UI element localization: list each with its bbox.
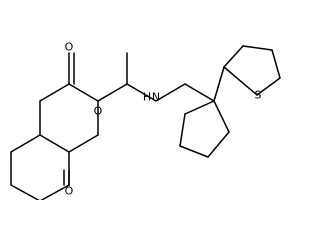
oxygen-ring-label: O xyxy=(94,105,103,118)
bond-amide-4 xyxy=(155,83,186,102)
bond-chromone-1 xyxy=(39,83,70,102)
nitrogen-label: N xyxy=(152,91,160,104)
bond-thiophene-6 xyxy=(223,66,258,96)
bonds-group xyxy=(10,45,281,200)
bond-thiophene-4 xyxy=(271,49,281,79)
bond-benzene-4 xyxy=(10,184,40,200)
bond-cyclopentyl-2 xyxy=(213,100,230,133)
sulfur-label: S xyxy=(255,89,262,102)
bond-cyclopentyl-4 xyxy=(179,145,209,158)
bond-thiophene-5 xyxy=(256,77,281,96)
bond-cyclopentyl-1 xyxy=(184,83,215,102)
molecule-structure-diagram: O O O N H S xyxy=(10,40,281,200)
bond-benzene-7 xyxy=(39,134,70,153)
bond-benzene-5 xyxy=(40,184,70,200)
bond-cyclopentyl-5 xyxy=(179,113,186,147)
bond-amide-3 xyxy=(126,83,157,102)
bond-thiophene-1 xyxy=(213,66,225,102)
hydrogen-label: H xyxy=(143,91,151,104)
bond-benzene-2 xyxy=(10,134,41,153)
bond-thiophene-3 xyxy=(242,45,273,51)
bond-chromone-4 xyxy=(68,134,99,153)
bond-thiophene-2 xyxy=(223,45,244,68)
oxygen-bottom-label: O xyxy=(65,185,74,198)
atom-labels-group: O O O N H S xyxy=(65,41,262,198)
bond-cyclopentyl-6 xyxy=(184,100,215,115)
oxygen-top-label: O xyxy=(65,41,74,54)
bond-amide-1 xyxy=(97,83,128,102)
bond-chromone-2 xyxy=(68,83,99,102)
bond-cyclopentyl-3 xyxy=(207,131,230,158)
